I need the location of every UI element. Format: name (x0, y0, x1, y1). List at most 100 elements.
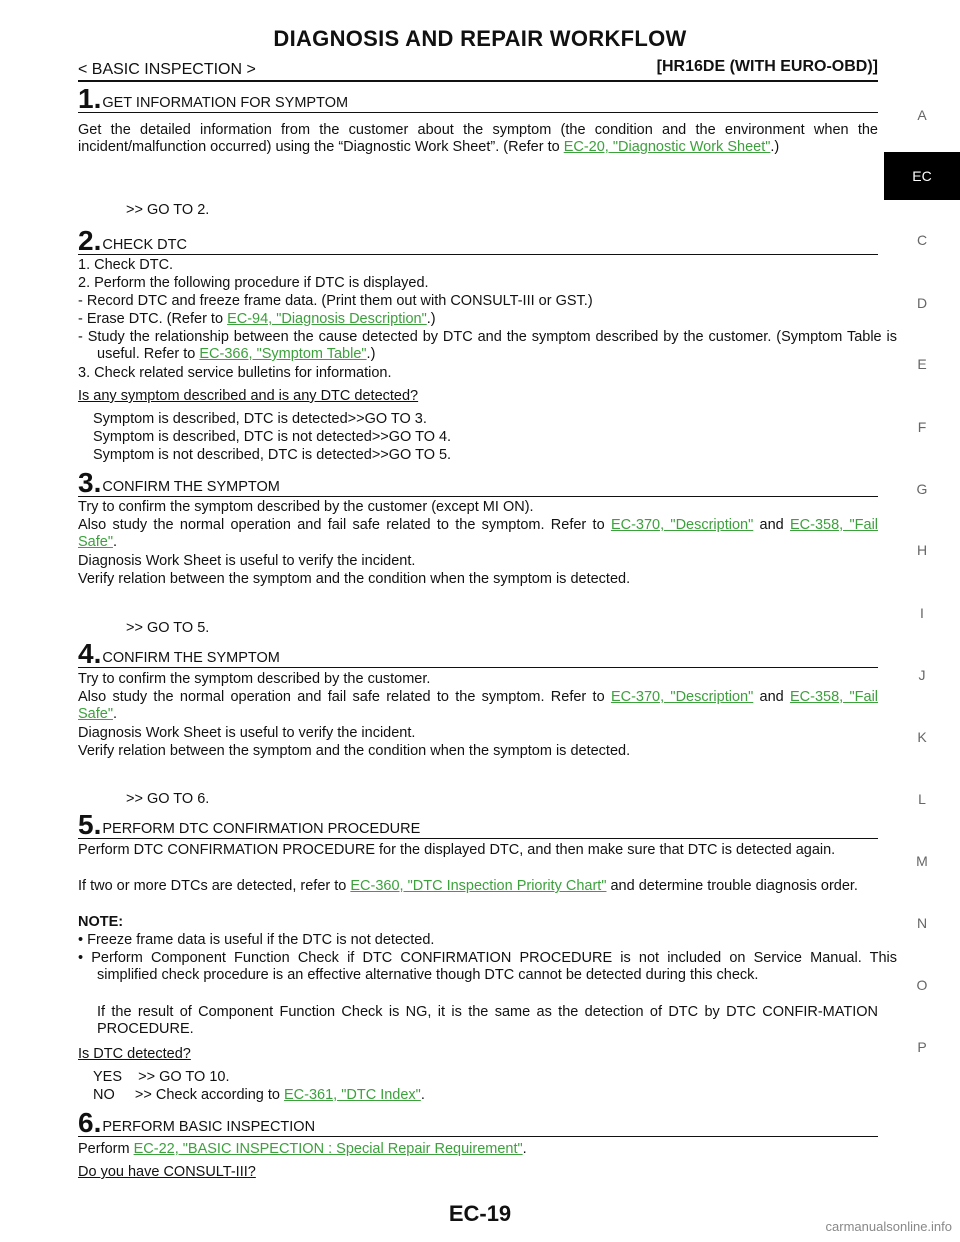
step-3-line-3: Diagnosis Work Sheet is useful to verify… (78, 553, 416, 569)
page-title: DIAGNOSIS AND REPAIR WORKFLOW (273, 26, 687, 51)
step-title: PERFORM DTC CONFIRMATION PROCEDURE (102, 821, 421, 837)
step-number: 3. (78, 467, 102, 498)
note-bullet-2: • Perform Component Function Check if DT… (78, 950, 897, 983)
step-4-line-1: Try to confirm the symptom described by … (78, 671, 431, 687)
step-number: 5. (78, 809, 102, 840)
result-no: NO >> Check according to EC-361, "DTC In… (93, 1087, 425, 1104)
section-tab-ec[interactable]: EC (884, 152, 960, 200)
punct: . (112, 534, 118, 550)
section-tab-g[interactable]: G (916, 481, 928, 497)
section-tab-c[interactable]: C (916, 232, 928, 248)
page-number: EC-19 (448, 1201, 512, 1226)
step-2-line-1: 1. Check DTC. (78, 257, 174, 273)
section-tab-f[interactable]: F (917, 419, 927, 435)
text: and (753, 517, 791, 533)
punct: .) (366, 346, 376, 362)
ref-link-diagnosis-description[interactable]: EC-94, "Diagnosis Description" (227, 311, 427, 327)
step-3-header: 3.CONFIRM THE SYMPTOM (78, 467, 878, 498)
step-title: CONFIRM THE SYMPTOM (102, 650, 280, 666)
ref-link-description[interactable]: EC-370, "Description" (610, 517, 754, 533)
step-4-line-2: Also study the normal operation and fail… (78, 689, 878, 723)
step-4-header: 4.CONFIRM THE SYMPTOM (78, 638, 878, 669)
step-5-line-2: If two or more DTCs are detected, refer … (78, 878, 878, 895)
step-6-header: 6.PERFORM BASIC INSPECTION (78, 1107, 878, 1138)
step-5-question: Is DTC detected? (78, 1046, 191, 1062)
punct: . (112, 706, 118, 722)
result-1: Symptom is described, DTC is detected>>G… (93, 411, 427, 427)
note-label: NOTE: (78, 914, 124, 930)
text: and (753, 689, 791, 705)
punct: .) (770, 139, 780, 155)
result-yes: YES >> GO TO 10. (93, 1069, 230, 1085)
step-4-line-3: Diagnosis Work Sheet is useful to verify… (78, 725, 416, 741)
step-5-header: 5.PERFORM DTC CONFIRMATION PROCEDURE (78, 809, 878, 840)
step-2-line-6: 3. Check related service bulletins for i… (78, 365, 392, 381)
watermark: carmanualsonline.info (825, 1219, 952, 1234)
punct: . (420, 1087, 425, 1103)
step-2-line-4: - Erase DTC. (Refer to EC-94, "Diagnosis… (78, 311, 878, 328)
text: and determine trouble diagnosis order. (606, 878, 858, 894)
text: NO >> Check according to (93, 1087, 285, 1103)
section-tab-o[interactable]: O (916, 977, 928, 993)
text: Also study the normal operation and fail… (78, 517, 611, 533)
ref-link-fail-safe[interactable]: EC-358, "Fail Safe" (78, 517, 879, 550)
breadcrumb: < BASIC INSPECTION > (78, 61, 256, 78)
step-6-question: Do you have CONSULT-III? (78, 1164, 256, 1180)
step-title: CHECK DTC (102, 237, 187, 253)
result-2: Symptom is described, DTC is not detecte… (93, 429, 452, 445)
question-row: Do you have CONSULT-III? (78, 1164, 878, 1181)
step-2-line-5: - Study the relationship between the cau… (78, 329, 897, 363)
step-2-header: 2.CHECK DTC (78, 225, 878, 256)
step-number: 1. (78, 83, 102, 114)
step-3-line-2: Also study the normal operation and fail… (78, 517, 878, 551)
step-1-body: Get the detailed information from the cu… (78, 122, 878, 156)
section-tab-l[interactable]: L (918, 791, 926, 807)
section-tab-m[interactable]: M (916, 853, 928, 869)
section-tab-k[interactable]: K (917, 729, 927, 745)
ref-link-basic-inspection[interactable]: EC-22, "BASIC INSPECTION : Special Repai… (133, 1141, 523, 1157)
result-3: Symptom is not described, DTC is detecte… (93, 447, 452, 463)
step-4-line-4: Verify relation between the symptom and … (78, 743, 631, 759)
text: - Study the relationship between the cau… (78, 329, 897, 362)
goto-result: >> GO TO 5. (126, 620, 210, 636)
header-rule (78, 80, 878, 82)
step-1-text: Get the detailed information from the cu… (78, 122, 878, 155)
step-title: CONFIRM THE SYMPTOM (102, 479, 280, 495)
step-title: GET INFORMATION FOR SYMPTOM (102, 95, 349, 111)
note-bullet-1: • Freeze frame data is useful if the DTC… (78, 932, 435, 948)
punct: . (522, 1141, 527, 1157)
ref-link-symptom-table[interactable]: EC-366, "Symptom Table" (199, 346, 367, 362)
ref-link-dtc-index[interactable]: EC-361, "DTC Index" (284, 1087, 421, 1103)
ref-link-dtc-priority-chart[interactable]: EC-360, "DTC Inspection Priority Chart" (350, 878, 607, 894)
step-number: 6. (78, 1107, 102, 1138)
goto-result: >> GO TO 2. (126, 202, 210, 218)
section-tab-n[interactable]: N (916, 915, 928, 931)
step-3-line-4: Verify relation between the symptom and … (78, 571, 631, 587)
ref-link-fail-safe[interactable]: EC-358, "Fail Safe" (78, 689, 879, 722)
section-tab-p[interactable]: P (917, 1039, 927, 1055)
question-row: Is any symptom described and is any DTC … (78, 388, 878, 405)
ref-link-description[interactable]: EC-370, "Description" (610, 689, 754, 705)
text: If two or more DTCs are detected, refer … (78, 878, 351, 894)
step-number: 2. (78, 225, 102, 256)
section-tab-a[interactable]: A (917, 107, 927, 123)
section-tab-j[interactable]: J (918, 667, 926, 683)
question-row: Is DTC detected? (78, 1046, 878, 1063)
text: - Erase DTC. (Refer to (78, 311, 228, 327)
ref-link-diagnostic-work-sheet[interactable]: EC-20, "Diagnostic Work Sheet" (563, 139, 771, 155)
step-2-line-2: 2. Perform the following procedure if DT… (78, 275, 429, 291)
section-tab-e[interactable]: E (917, 356, 927, 372)
section-tab-i[interactable]: I (920, 605, 924, 621)
step-5-line-1: Perform DTC CONFIRMATION PROCEDURE for t… (78, 842, 836, 858)
note-bullet-2-cont: If the result of Component Function Chec… (97, 1004, 878, 1037)
section-tab-d[interactable]: D (916, 295, 928, 311)
model-label: [HR16DE (WITH EURO-OBD)] (656, 58, 878, 75)
goto-result: >> GO TO 6. (126, 791, 210, 807)
step-1-header: 1.GET INFORMATION FOR SYMPTOM (78, 83, 878, 114)
step-number: 4. (78, 638, 102, 669)
step-3-line-1: Try to confirm the symptom described by … (78, 499, 534, 515)
punct: .) (426, 311, 436, 327)
step-2-question: Is any symptom described and is any DTC … (78, 388, 419, 404)
text: Also study the normal operation and fail… (78, 689, 611, 705)
section-tab-h[interactable]: H (916, 542, 928, 558)
